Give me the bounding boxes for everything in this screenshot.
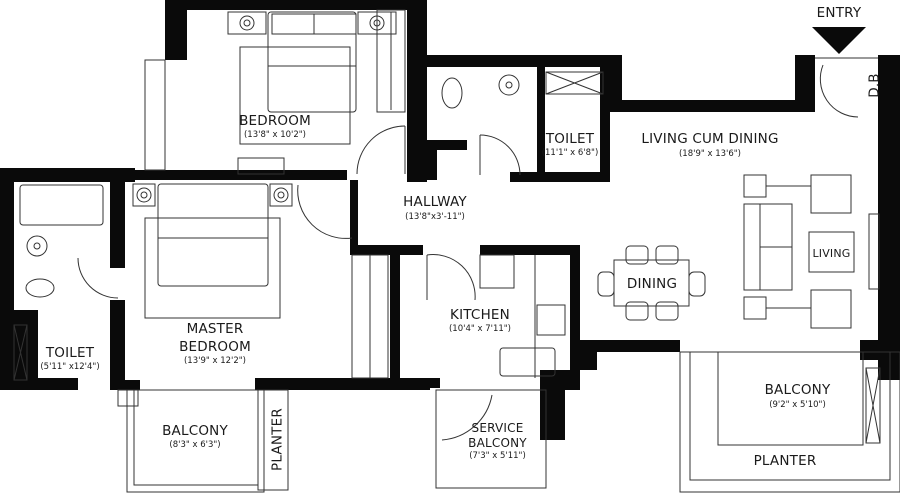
toilet-top-dims: (11'1" x 6'8") <box>541 148 599 158</box>
service-balcony-name-2: BALCONY <box>468 436 527 450</box>
living-dining-name: LIVING CUM DINING <box>641 131 779 147</box>
master-bedroom-name-1: MASTER <box>186 321 244 337</box>
fixtures <box>13 9 900 493</box>
toilet-left-name: TOILET <box>45 345 95 361</box>
toilet-left-dims: (5'11" x12'4") <box>40 362 100 372</box>
kitchen-dims: (10'4" x 7'11") <box>448 324 511 334</box>
hallway-name: HALLWAY <box>403 194 467 210</box>
entry-arrow-icon <box>812 27 866 54</box>
hallway-dims: (13'8"x3'-11") <box>405 212 465 222</box>
dining-table-label: DINING <box>626 276 678 292</box>
db-label: D.B <box>866 73 883 98</box>
toilet-top-name: TOILET <box>545 131 595 147</box>
master-bedroom-dims: (13'9" x 12'2") <box>183 356 246 366</box>
bedroom-name: BEDROOM <box>239 113 311 129</box>
kitchen-name: KITCHEN <box>450 307 510 323</box>
living-dining-dims: (18'9" x 13'6") <box>678 149 741 159</box>
master-bedroom-name-2: BEDROOM <box>179 339 251 355</box>
service-balcony-name-1: SERVICE <box>471 421 524 435</box>
balcony-left-name: BALCONY <box>162 423 228 439</box>
balcony-right-name: BALCONY <box>764 382 831 398</box>
living-table-label: LIVING <box>812 247 851 260</box>
balcony-right-dims: (9'2" x 5'10") <box>769 400 826 410</box>
planter-right-name: PLANTER <box>753 453 817 469</box>
planter-left-name: PLANTER <box>269 408 286 471</box>
walls <box>0 0 900 440</box>
entry-label: ENTRY <box>816 5 862 21</box>
balcony-left-dims: (8'3" x 6'3") <box>169 440 221 450</box>
bedroom-dims: (13'8" x 10'2") <box>243 130 306 140</box>
service-balcony-dims: (7'3" x 5'11") <box>469 451 526 461</box>
